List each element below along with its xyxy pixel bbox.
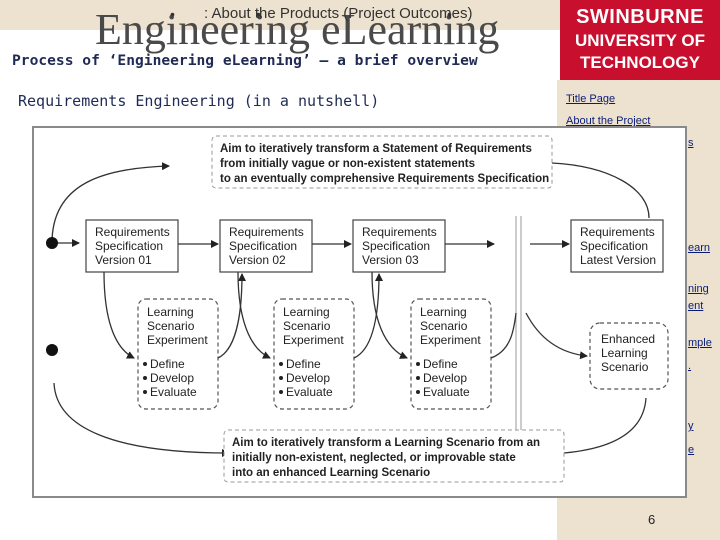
enhanced-line: Scenario — [601, 360, 649, 374]
bullet-dot: • — [447, 6, 452, 22]
nav-link-fragment[interactable]: mple — [688, 337, 712, 349]
requirements-box-line: Specification — [580, 239, 648, 253]
header-band — [0, 0, 560, 30]
step-define: Define — [423, 357, 458, 371]
nav-link-fragment[interactable]: . — [688, 360, 692, 372]
experiment-line: Learning — [283, 305, 330, 319]
step-evaluate: Evaluate — [423, 385, 470, 399]
step-develop: Develop — [423, 371, 467, 385]
enhanced-line: Enhanced — [601, 332, 655, 346]
requirements-box — [352, 219, 446, 273]
step-define: Define — [150, 357, 185, 371]
requirements-box-line: Requirements — [580, 225, 655, 239]
step-evaluate: Evaluate — [286, 385, 333, 399]
requirements-box-line: Specification — [362, 239, 430, 253]
slide-subtitle: Process of ‘Engineering eLearning’ – a b… — [12, 52, 478, 69]
requirements-box-line: Specification — [229, 239, 297, 253]
top-loop-curve — [551, 162, 650, 219]
experiment-line: Scenario — [420, 319, 468, 333]
requirements-box — [570, 219, 664, 273]
top-loop-curve — [51, 162, 170, 244]
page-number: 6 — [648, 512, 656, 527]
requirements-box-line: Requirements — [362, 225, 437, 239]
requirements-box-line: Specification — [95, 239, 163, 253]
requirements-box-line: Version 03 — [362, 253, 419, 267]
bottom-aim-box — [223, 429, 565, 483]
nav-link-fragment[interactable]: s — [688, 137, 694, 149]
logo-line-3: TECHNOLOGY — [580, 53, 700, 72]
enhanced-scenario-box — [589, 322, 669, 390]
university-logo: SWINBURNE UNIVERSITY OF TECHNOLOGY — [560, 0, 720, 80]
step-develop: Develop — [286, 371, 330, 385]
experiment-line: Experiment — [420, 333, 481, 347]
bottom-aim-line: into an enhanced Learning Scenario — [232, 467, 430, 479]
breadcrumb: : About the Products (Project Outcomes) — [204, 5, 473, 22]
nav-link-fragment[interactable]: earn — [688, 242, 711, 254]
top-aim-line: Aim to iteratively transform a Statement… — [220, 143, 532, 155]
nav-link-fragment[interactable]: ning — [688, 283, 709, 295]
bottom-loop-curve — [53, 382, 230, 457]
requirements-box — [219, 219, 313, 273]
experiment-line: Experiment — [283, 333, 344, 347]
section-heading: Requirements Engineering (in a nutshell) — [18, 92, 380, 110]
requirements-box-line: Version 01 — [95, 253, 152, 267]
logo-line-1: SWINBURNE — [576, 6, 704, 28]
nav-link-fragment[interactable]: ent — [688, 300, 704, 312]
requirements-box-line: Version 02 — [229, 253, 286, 267]
step-define: Define — [286, 357, 321, 371]
learning-experiment-box — [410, 298, 492, 410]
requirements-box — [85, 219, 179, 273]
bullet-dot: • — [256, 6, 261, 22]
learning-experiment-box — [273, 298, 355, 410]
logo-line-2: UNIVERSITY OF — [574, 31, 706, 50]
experiment-line: Learning — [147, 305, 194, 319]
learning-experiment-box — [137, 298, 219, 410]
start-node — [46, 237, 58, 249]
bottom-loop-curve — [563, 397, 647, 454]
top-aim-box — [211, 135, 553, 189]
requirements-box-line: Requirements — [95, 225, 170, 239]
page-title: Engineering eLearning — [95, 5, 500, 54]
bullet-dot: • — [170, 6, 175, 22]
step-develop: Develop — [150, 371, 194, 385]
process-diagram: Aim to iteratively transform a Statement… — [32, 126, 687, 498]
experiment-line: Scenario — [147, 319, 195, 333]
start-node — [46, 344, 58, 356]
top-aim-line: to an eventually comprehensive Requireme… — [220, 173, 549, 185]
nav-link-fragment[interactable]: y — [688, 420, 694, 432]
nav-link-fragment[interactable]: e — [688, 444, 695, 456]
enhanced-line: Learning — [601, 346, 648, 360]
bottom-aim-line: initially non-existent, neglected, or im… — [232, 452, 516, 464]
step-evaluate: Evaluate — [150, 385, 197, 399]
experiment-line: Learning — [420, 305, 467, 319]
experiment-line: Scenario — [283, 319, 331, 333]
top-aim-line: from initially vague or non-existent sta… — [220, 158, 475, 170]
bottom-aim-line: Aim to iteratively transform a Learning … — [232, 437, 540, 449]
requirements-box-line: Latest Version — [580, 253, 656, 267]
requirements-box-line: Requirements — [229, 225, 304, 239]
diagram-canvas: Aim to iteratively transform a Statement… — [46, 135, 669, 483]
experiment-line: Experiment — [147, 333, 208, 347]
nav-link-about-project[interactable]: About the Project — [566, 115, 651, 127]
nav-link-title-page[interactable]: Title Page — [566, 93, 616, 105]
